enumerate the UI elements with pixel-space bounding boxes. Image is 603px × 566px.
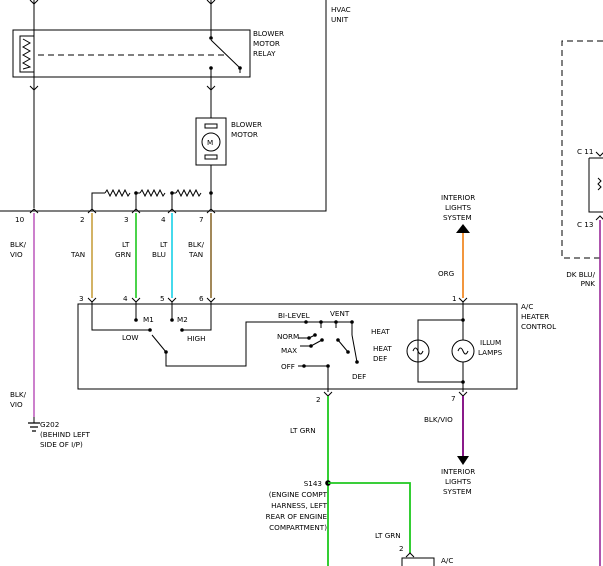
- wire-label-blk-vio-right: BLK/VIO: [424, 415, 453, 424]
- wire-label-blk-vio-top: BLK/VIO: [10, 240, 27, 259]
- wire-label-lt-grn-2: LT GRN: [290, 426, 316, 435]
- relay-coil: [19, 35, 35, 73]
- blower-motor-symbol: [201, 132, 221, 152]
- wire-label-dk-blu-pnk: DK BLU/PNK: [566, 270, 595, 288]
- bottom-ac-box: [401, 557, 435, 566]
- wire-label-lt-grn-3: LT GRN: [375, 531, 401, 540]
- svg-text:6: 6: [199, 294, 204, 303]
- switch-m1-label: M1: [143, 315, 154, 324]
- mode-def-label: DEF: [352, 372, 366, 381]
- ground-g202-symbol: [28, 422, 40, 432]
- motor-m-label: M: [207, 138, 213, 147]
- hvac-unit-outline: [0, 0, 327, 212]
- illum-lamp-left: [406, 339, 430, 363]
- arrow-down-interior-lights: [457, 456, 469, 465]
- mode-vent-label: VENT: [330, 309, 350, 318]
- wire-label-blk-vio-bottom: BLK/VIO: [10, 390, 27, 409]
- switch-m2-label: M2: [177, 315, 188, 324]
- ac-heater-control-box: [77, 303, 518, 390]
- svg-text:4: 4: [161, 215, 166, 224]
- blower-switch-wiper: [151, 334, 167, 353]
- wire-label-blk-tan: BLK/TAN: [188, 240, 205, 259]
- wire-label-tan: TAN: [70, 250, 85, 259]
- svg-text:2: 2: [80, 215, 85, 224]
- bottom-ac-label: A/C: [441, 556, 453, 565]
- arrow-up-interior-lights: [456, 224, 470, 233]
- c11-label: C 11: [577, 147, 593, 156]
- wire-lt-grn-3: [328, 482, 411, 553]
- switch-high-label: HIGH: [187, 334, 206, 343]
- svg-text:5: 5: [160, 294, 165, 303]
- control-bottom-pins: 2 7: [316, 391, 468, 404]
- svg-text:10: 10: [15, 215, 25, 224]
- switch-low-label: LOW: [122, 333, 139, 342]
- hvac-connector-pins: 10 2 3 4 7: [15, 208, 216, 224]
- svg-text:4: 4: [123, 294, 128, 303]
- mode-off-label: OFF: [281, 362, 295, 371]
- mode-max-label: MAX: [281, 346, 297, 355]
- illum-lamp-right: [451, 339, 475, 363]
- blower-motor-relay-box: [12, 29, 251, 78]
- bottom-connector-pin: 2: [399, 544, 404, 553]
- c13-label: C 13: [577, 220, 593, 229]
- svg-text:1: 1: [452, 294, 457, 303]
- mode-norm-label: NORM: [277, 332, 299, 341]
- right-module-outline: [561, 40, 603, 259]
- mode-heat-label: HEAT: [371, 327, 390, 336]
- mode-bi-level-label: BI-LEVEL: [278, 311, 310, 320]
- wire-label-org: ORG: [438, 269, 454, 278]
- svg-text:3: 3: [124, 215, 129, 224]
- svg-text:7: 7: [451, 394, 456, 403]
- control-top-pins: 3 4 5 6 1: [79, 294, 468, 303]
- svg-text:7: 7: [199, 215, 204, 224]
- svg-text:3: 3: [79, 294, 84, 303]
- svg-text:2: 2: [316, 395, 321, 404]
